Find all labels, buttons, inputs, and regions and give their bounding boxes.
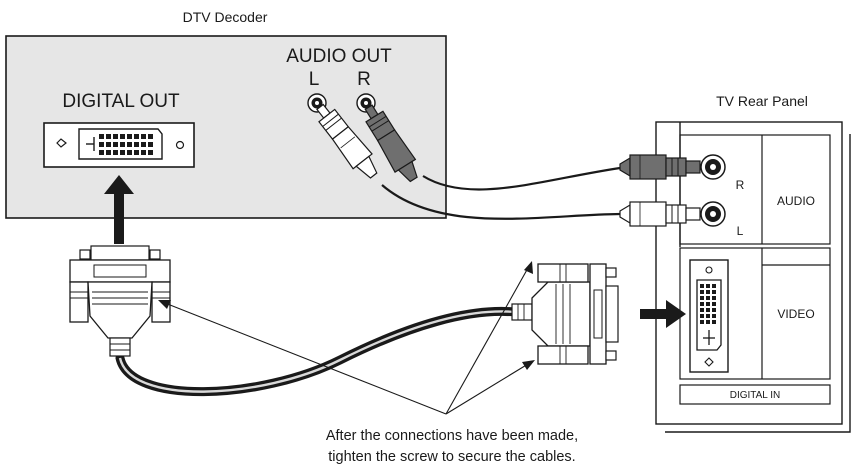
- audio-out-right-label: R: [357, 69, 371, 90]
- rca-plug-right-decoder: [364, 104, 418, 183]
- caption-line-1: After the connections have been made,: [326, 428, 578, 444]
- caption-line-2: tighten the screw to secure the cables.: [328, 449, 575, 465]
- rca-plug-left-decoder: [316, 103, 378, 179]
- audio-out-label: AUDIO OUT: [286, 46, 392, 67]
- arrow-to-digital-out: [104, 175, 134, 244]
- tv-jack-right-label: R: [736, 178, 745, 192]
- decoder-title: DTV Decoder: [183, 9, 268, 25]
- pointer-arrow-top-screw: [445, 261, 533, 415]
- tv-panel-title: TV Rear Panel: [716, 93, 808, 109]
- audio-out-left-label: L: [309, 69, 320, 90]
- digital-in-label: DIGITAL IN: [730, 390, 781, 401]
- tv-audio-left-jack: [700, 201, 726, 227]
- tv-audio-right-jack: [700, 154, 726, 180]
- audio-cable-left: [381, 184, 621, 220]
- audio-out-left-jack: [307, 93, 327, 113]
- dvi-input-port: [689, 259, 729, 373]
- arrow-to-digital-in: [640, 300, 686, 328]
- digital-out-label: DIGITAL OUT: [62, 91, 180, 112]
- tv-video-label: VIDEO: [777, 307, 814, 321]
- rca-plug-left-tv: [619, 201, 701, 227]
- dvi-cable: [115, 306, 520, 397]
- audio-cable-right: [422, 166, 621, 191]
- pointer-arrow-bottom-screw: [445, 360, 535, 415]
- dvi-output-port: [43, 122, 195, 168]
- tv-jack-left-label: L: [737, 224, 744, 238]
- pointer-arrow-left-screw: [158, 300, 447, 415]
- dvi-plug-right: [511, 263, 619, 365]
- rca-plug-right-tv: [619, 154, 701, 180]
- dvi-plug-left: [69, 245, 171, 357]
- tv-audio-label: AUDIO: [777, 194, 815, 208]
